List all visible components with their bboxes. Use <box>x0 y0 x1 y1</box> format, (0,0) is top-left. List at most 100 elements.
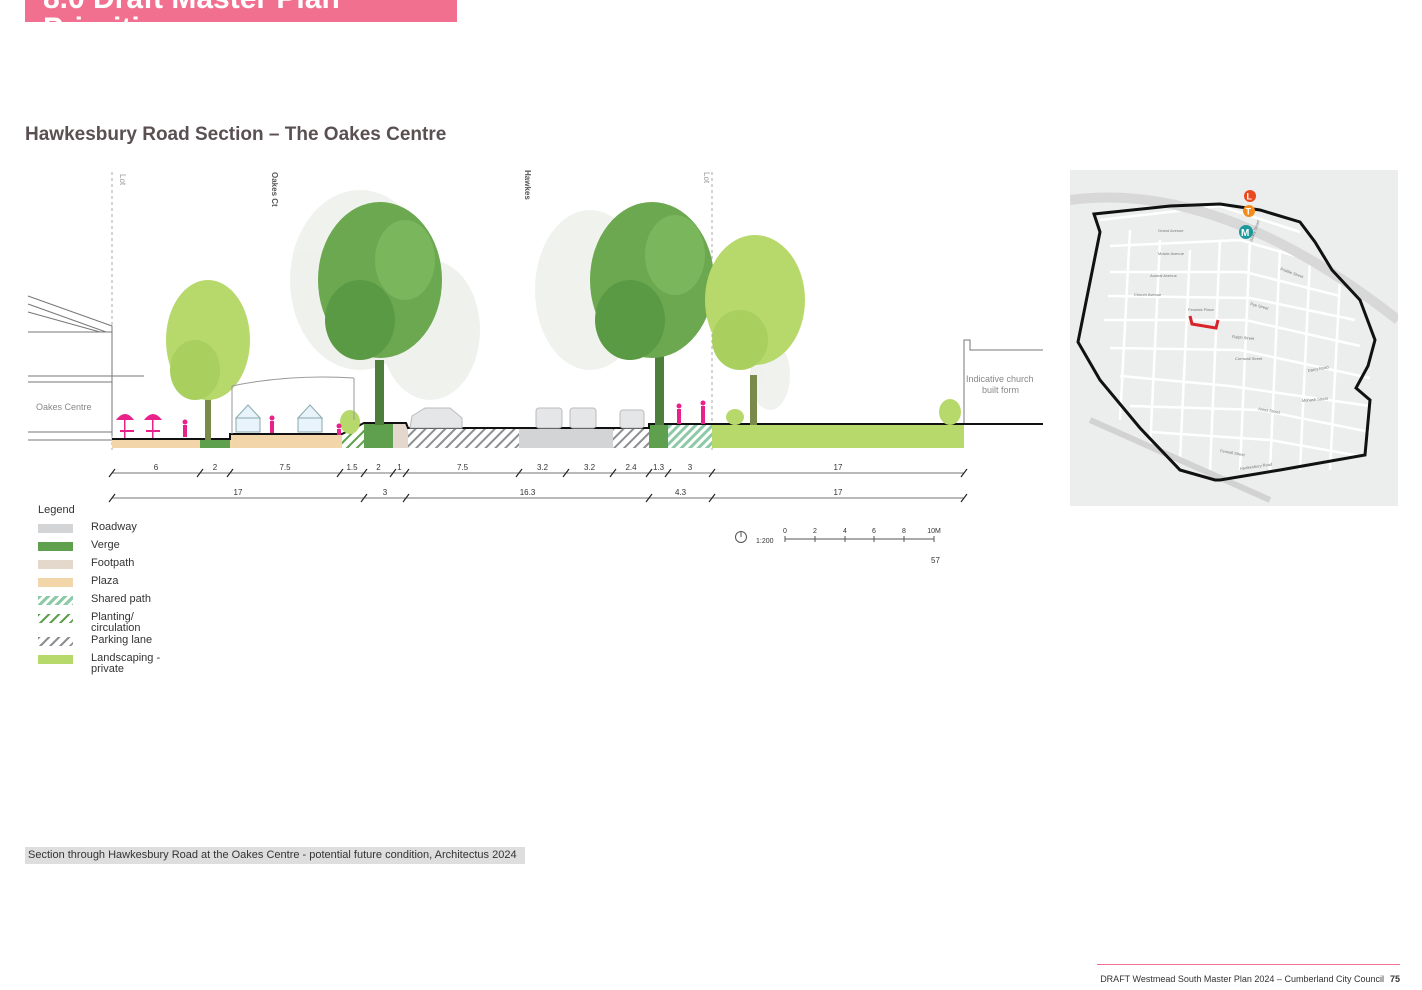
tree-small-left <box>166 280 250 440</box>
footer-text: DRAFT Westmead South Master Plan 2024 – … <box>1100 974 1384 984</box>
scale-tick-label: 10M <box>927 528 941 535</box>
legend: Legend Roadway Verge Footpath Plaza Shar… <box>38 504 171 676</box>
dimension-tick <box>708 468 716 478</box>
parking-lane-right <box>613 428 649 448</box>
dimension-label: 4.3 <box>675 488 687 497</box>
legend-swatch <box>38 542 73 551</box>
scale-tick-label: 6 <box>872 528 876 535</box>
train-marker: T <box>1243 205 1255 217</box>
figure-caption: Section through Hawkesbury Road at the O… <box>25 847 525 864</box>
landscaping-strip <box>712 424 964 448</box>
dimension-label: 7.5 <box>279 463 291 472</box>
dimension-label: 1.5 <box>346 463 358 472</box>
svg-text:Fennell Street: Fennell Street <box>1220 448 1246 457</box>
dimension-tick <box>609 468 617 478</box>
legend-label: Plaza <box>91 575 119 587</box>
legend-swatch <box>38 596 73 605</box>
legend-swatch <box>38 637 73 646</box>
lot-label-right: Lot <box>702 172 711 184</box>
dimension-tick <box>402 468 410 478</box>
dimension-label: 1 <box>397 463 402 472</box>
scale-tick-label: 2 <box>813 528 817 535</box>
svg-text:Mowle Avenue: Mowle Avenue <box>1158 251 1185 256</box>
dimension-tick <box>645 468 653 478</box>
verge-strip-2 <box>364 423 393 448</box>
study-area-boundary <box>1076 202 1377 482</box>
dimension-label: 3.2 <box>537 463 549 472</box>
dimension-label: 7.5 <box>457 463 469 472</box>
plaza-strip-1 <box>112 439 200 448</box>
keymap-street-grid <box>1099 204 1371 471</box>
oakes-centre-building <box>27 295 144 441</box>
dimension-tick <box>402 493 410 503</box>
dimension-label: 3.2 <box>584 463 596 472</box>
dimension-tick <box>708 493 716 503</box>
tree-private-right <box>705 235 805 425</box>
page-number: 75 <box>1389 974 1400 984</box>
svg-text:Darcy Road: Darcy Road <box>1307 364 1329 373</box>
legend-item-footpath: Footpath <box>38 558 171 576</box>
svg-text:Fenwick Place: Fenwick Place <box>1188 307 1215 312</box>
ground-profile-line <box>112 422 1043 440</box>
dimension-label: 3 <box>383 488 388 497</box>
keymap-street-labels: Grand Avenue Mowle Avenue Austral Avenue… <box>1134 218 1329 471</box>
footpath-strip <box>393 423 408 448</box>
dimension-tick <box>360 493 368 503</box>
dimension-tick <box>336 468 344 478</box>
shrubs <box>340 399 961 434</box>
page-footer: DRAFT Westmead South Master Plan 2024 – … <box>1100 974 1400 984</box>
dimension-tick <box>960 493 968 503</box>
dimension-tick <box>960 468 968 478</box>
dimension-tick <box>562 468 570 478</box>
svg-text:Amos Street: Amos Street <box>1258 406 1281 415</box>
parked-cars <box>409 407 645 429</box>
light-rail-marker: L <box>1244 190 1256 202</box>
legend-item-parking-lane: Parking lane <box>38 635 171 653</box>
section-banner: 8.0 Draft Master Plan Priorities <box>25 0 457 22</box>
dimension-tick <box>645 493 653 503</box>
church-label-line2: built form <box>982 385 1019 395</box>
legend-swatch <box>38 655 73 664</box>
legend-swatch <box>38 614 73 623</box>
svg-text:Pye Street: Pye Street <box>1250 301 1270 311</box>
legend-label: Parking lane <box>91 634 153 646</box>
legend-label: Planting/ circulation <box>91 611 141 634</box>
legend-item-shared-path: Shared path <box>38 594 171 612</box>
planting-strip <box>342 423 364 448</box>
svg-text:Grand Avenue: Grand Avenue <box>1158 228 1184 233</box>
lot-label-left: Lot <box>118 174 127 186</box>
ground-strips <box>112 423 964 448</box>
dimension-tick <box>389 468 397 478</box>
svg-text:Ralph Street: Ralph Street <box>1232 334 1255 341</box>
legend-item-landscaping: Landscaping - private <box>38 653 171 675</box>
dimension-label: 6 <box>154 463 159 472</box>
legend-label: Verge <box>91 539 120 551</box>
dimension-label: 17 <box>834 488 843 497</box>
verge-strip-1 <box>200 439 230 448</box>
scale-tick-label: 0 <box>783 528 787 535</box>
legend-swatch <box>38 560 73 569</box>
verge-strip-3 <box>649 424 668 448</box>
rail-corridor <box>1070 192 1398 324</box>
market-stalls <box>231 376 355 434</box>
dimension-label: 2 <box>376 463 381 472</box>
scale-ratio: 1:200 <box>756 538 774 545</box>
dimension-tick <box>664 468 672 478</box>
legend-label: Footpath <box>91 557 135 569</box>
parking-lane-left <box>408 428 519 448</box>
scale-tick-label: 8 <box>902 528 906 535</box>
dimension-tick <box>515 468 523 478</box>
scale-extra-number: 57 <box>931 556 940 565</box>
metro-marker: M <box>1239 225 1253 239</box>
dimension-label: 17 <box>234 488 243 497</box>
section-location-marker <box>1188 315 1220 330</box>
svg-text:T: T <box>1246 207 1252 217</box>
legend-swatch <box>38 578 73 587</box>
key-map: L T M Grand Avenue Mowle Avenue Austral … <box>1070 170 1398 506</box>
dimension-tick <box>108 493 116 503</box>
oakes-ct-label: Oakes Ct <box>270 172 279 207</box>
tree-large-right <box>590 202 714 425</box>
shared-path-strip <box>668 424 712 448</box>
